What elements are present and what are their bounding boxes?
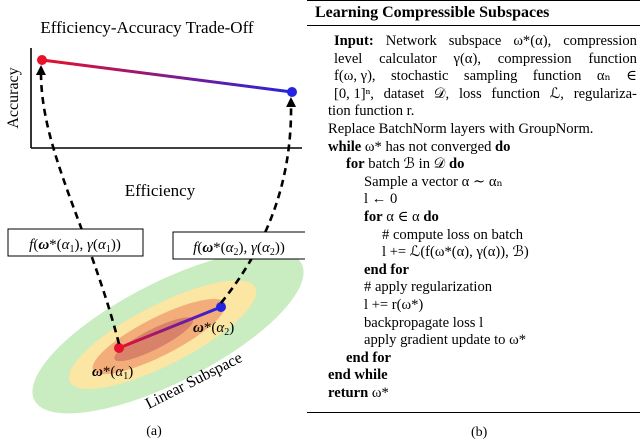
while-line: while ω* has not converged do (328, 138, 511, 155)
for-batch-line: for batch ℬ in 𝒟 do (346, 156, 465, 173)
input-line-2: level calculator γ(α), compression funct… (334, 50, 637, 67)
x-axis-label: Efficiency (125, 181, 196, 200)
sample-line: Sample a vector α ∼ αₙ (364, 173, 503, 190)
subspace-segment (118, 305, 222, 350)
reg-update-line: l += r(ω*) (364, 296, 424, 313)
subspace-point-alpha1 (114, 343, 124, 353)
box-left-label: f(ω*(α1), γ(α1)) (29, 237, 121, 255)
mapping-arrow-alpha1 (35, 65, 121, 345)
figure-a: Efficiency-Accuracy Trade-Off Accuracy E… (5, 18, 305, 439)
init-loss-line: l ← 0 (364, 191, 398, 208)
trade-off-line (41, 58, 293, 94)
input-line-5: tion function r. (328, 103, 415, 120)
algorithm-panel: Learning Compressible Subspaces Input: N… (307, 0, 640, 443)
trade-off-point-alpha2 (287, 87, 297, 97)
algorithm-bottom-rule (307, 412, 640, 413)
loss-update-line: l += ℒ(f(ω*(α), γ(α)), ℬ) (382, 244, 529, 261)
y-axis-label: Accuracy (5, 67, 22, 128)
algorithm-body: Input: Network subspace ω*(α), compressi… (328, 33, 637, 402)
for-alpha-line: for α ∈ α do (364, 208, 439, 225)
comment-reg-line: # apply regularization (364, 279, 493, 296)
chart-title: Efficiency-Accuracy Trade-Off (40, 18, 254, 37)
caption-b: (b) (471, 425, 488, 440)
trade-off-point-alpha1 (37, 55, 47, 65)
input-keyword: Input: (334, 33, 374, 49)
comment-compute-line: # compute loss on batch (382, 226, 524, 243)
end-for-outer-line: end for (346, 349, 391, 366)
box-right-label: f(ω*(α2), γ(α2)) (193, 240, 285, 258)
subspace-point-alpha2 (216, 302, 226, 312)
input-line-1: Input: Network subspace ω*(α), compressi… (334, 33, 637, 49)
return-line: return ω* (328, 384, 389, 401)
input-line-3: f(ω, γ), stochastic sampling function αₙ… (334, 68, 637, 85)
box-right (172, 231, 305, 260)
box-left (7, 228, 144, 257)
algorithm-title-bar: Learning Compressible Subspaces (307, 0, 640, 26)
input-line-4: [0, 1]ⁿ, dataset 𝒟, loss function ℒ, reg… (334, 85, 637, 102)
end-while-line: end while (328, 367, 388, 384)
backprop-line: backpropagate loss l (364, 314, 484, 331)
point-label-alpha2: ω*(α2) (193, 320, 234, 338)
subspace-ellipse-core (114, 317, 194, 362)
algorithm-title: Learning Compressible Subspaces (315, 4, 550, 21)
replace-line: Replace BatchNorm layers with GroupNorm. (328, 120, 594, 137)
gradient-line: apply gradient update to ω* (364, 332, 526, 349)
end-for-inner-line: end for (364, 261, 409, 278)
point-label-alpha1: ω*(α1) (92, 364, 133, 382)
mapping-arrow-alpha2 (219, 97, 297, 304)
caption-a: (a) (146, 424, 162, 439)
